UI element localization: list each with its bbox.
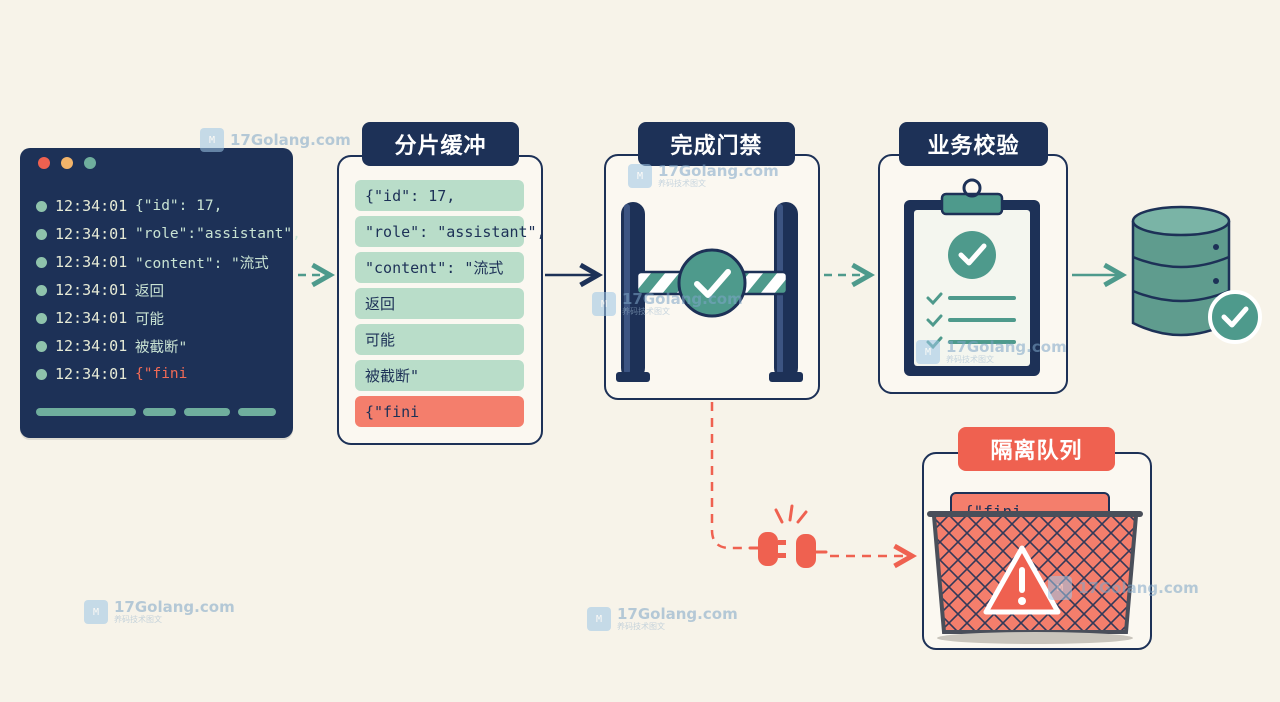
- bullet-icon: [36, 228, 47, 240]
- watermark-text: 17Golang.com: [622, 290, 743, 308]
- check-icon: [694, 269, 731, 298]
- chunk: {"id": 17,: [355, 180, 524, 211]
- minimize-dot-icon: [61, 157, 73, 169]
- watermark: M 17Golang.com: [200, 128, 351, 152]
- log-text: "content": "流式: [135, 255, 269, 272]
- arrow-gate-to-failure: [710, 402, 748, 550]
- gate-title: 完成门禁: [638, 122, 795, 166]
- watermark-subtext: 养码技术图文: [617, 622, 665, 631]
- watermark-subtext: 养码技术图文: [114, 615, 162, 624]
- watermark-logo-icon: M: [1048, 576, 1072, 600]
- close-dot-icon: [38, 157, 50, 169]
- basket-icon: [927, 511, 1143, 644]
- watermark-text: 17Golang.com: [617, 605, 738, 623]
- validate-title: 业务校验: [899, 122, 1048, 166]
- log-time: 12:34:01: [55, 197, 128, 215]
- log-line: 12:34:01 "content": "流式: [36, 250, 269, 274]
- log-time: 12:34:01: [55, 309, 128, 327]
- watermark-text: 17Golang.com: [1078, 578, 1199, 597]
- log-text: 被截断": [135, 339, 188, 356]
- clipboard-icon: [904, 178, 1040, 376]
- watermark: M 17Golang.com: [1048, 576, 1199, 600]
- bullet-icon: [36, 312, 47, 324]
- progress-bar-segment: [184, 408, 230, 416]
- log-time: 12:34:01: [55, 365, 128, 383]
- progress-bar-segment: [238, 408, 276, 416]
- watermark-text: 17Golang.com: [114, 598, 235, 616]
- progress-bar-segment: [143, 408, 176, 416]
- log-time: 12:34:01: [55, 225, 128, 243]
- watermark-text: 17Golang.com: [946, 338, 1067, 356]
- log-text: "role":"assistant",: [135, 226, 301, 242]
- watermark-subtext: 养码技术图文: [658, 179, 706, 188]
- chunk: 返回: [355, 288, 524, 319]
- database-icon: [1131, 205, 1262, 344]
- log-time: 12:34:01: [55, 337, 128, 355]
- log-terminal: 12:34:01 {"id": 17, 12:34:01 "role":"ass…: [20, 148, 301, 438]
- log-text-error: {"fini: [135, 366, 188, 382]
- chunk-error: {"fini: [355, 396, 524, 427]
- log-text: 返回: [135, 283, 164, 300]
- log-line-error: 12:34:01 {"fini: [36, 362, 187, 386]
- buffer-title: 分片缓冲: [362, 122, 519, 166]
- watermark-subtext: 养码技术图文: [946, 355, 994, 364]
- maximize-dot-icon: [84, 157, 96, 169]
- watermark-logo-icon: M: [587, 607, 611, 631]
- chunk: "content": "流式: [355, 252, 524, 283]
- plug-icon: [748, 504, 828, 568]
- quarantine-title: 隔离队列: [958, 427, 1115, 471]
- bullet-icon: [36, 200, 47, 212]
- watermark-logo-icon: M: [628, 164, 652, 188]
- log-text: 可能: [135, 311, 164, 328]
- progress-bar-segment: [36, 408, 136, 416]
- log-line: 12:34:01 {"id": 17,: [36, 194, 222, 218]
- gate-icon: [616, 202, 803, 382]
- bullet-icon: [36, 256, 47, 268]
- watermark-logo-icon: M: [200, 128, 224, 152]
- watermark-text: 17Golang.com: [658, 162, 779, 180]
- watermark-logo-icon: M: [916, 340, 940, 364]
- watermark-subtext: 养码技术图文: [622, 307, 670, 316]
- chunk: 可能: [355, 324, 524, 355]
- chunk: "role": "assistant",: [355, 216, 546, 247]
- log-time: 12:34:01: [55, 281, 128, 299]
- log-line: 12:34:01 可能: [36, 306, 164, 330]
- watermark-text: 17Golang.com: [230, 130, 351, 149]
- log-time: 12:34:01: [55, 253, 128, 271]
- log-line: 12:34:01 返回: [36, 278, 164, 302]
- log-line: 12:34:01 "role":"assistant",: [36, 222, 301, 246]
- chunk: 被截断": [355, 360, 524, 391]
- check-icon: [1221, 306, 1249, 328]
- log-text: {"id": 17,: [135, 198, 223, 214]
- log-line: 12:34:01 被截断": [36, 334, 187, 358]
- bullet-icon: [36, 340, 47, 352]
- warning-icon: [983, 545, 1061, 615]
- watermark-logo-icon: M: [592, 292, 616, 316]
- bullet-icon: [36, 368, 47, 380]
- bullet-icon: [36, 284, 47, 296]
- watermark-logo-icon: M: [84, 600, 108, 624]
- check-icon: [958, 243, 987, 266]
